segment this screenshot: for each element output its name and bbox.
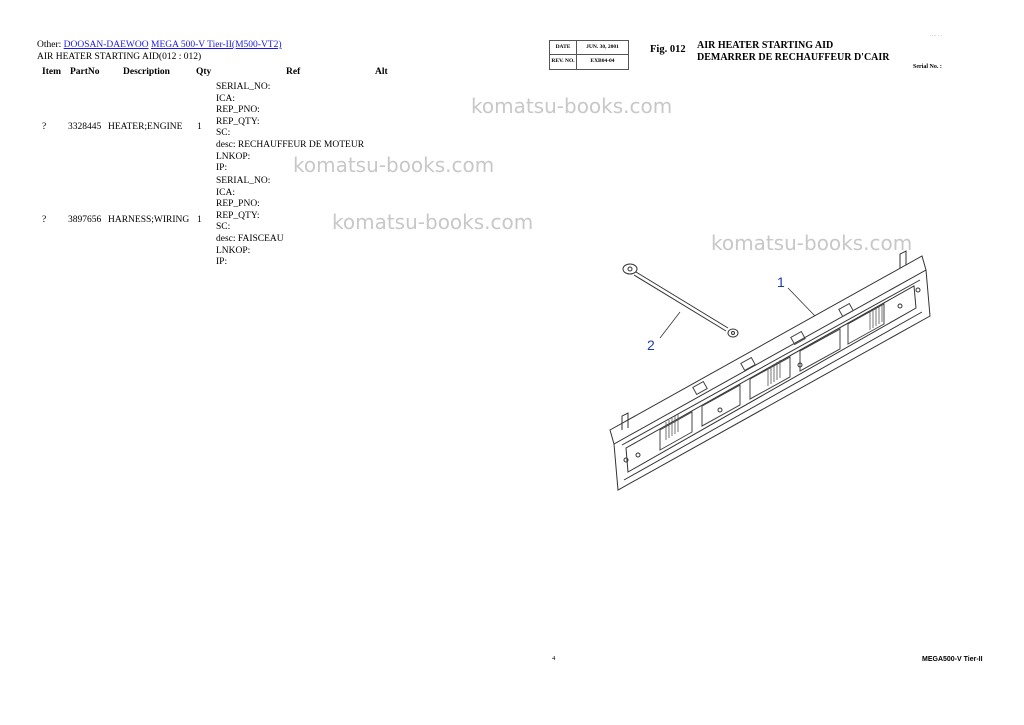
detail-line: LNKOP: <box>216 245 251 256</box>
breadcrumb-prefix: Other: <box>37 40 64 50</box>
header-partno: PartNo <box>70 67 100 77</box>
detail-line: LNKOP: <box>216 151 251 162</box>
breadcrumb-link-brand[interactable]: DOOSAN-DAEWOO <box>63 40 149 50</box>
header-item: Item <box>42 67 61 77</box>
row-qty: 1 <box>197 215 202 225</box>
watermark: komatsu-books.com <box>293 153 495 177</box>
header-alt: Alt <box>375 67 388 77</box>
row-partno: 3897656 <box>68 215 102 225</box>
figure-title-fr: DEMARRER DE RECHAUFFEUR D'CAIR <box>697 52 890 63</box>
stamp-date-value: JUN. 30, 2001 <box>586 44 619 50</box>
row-partno: 3328445 <box>68 122 102 132</box>
watermark: komatsu-books.com <box>471 94 673 118</box>
footer-model: MEGA500-V Tier-II <box>922 656 983 663</box>
watermark: komatsu-books.com <box>711 231 913 255</box>
row-item: ? <box>42 215 47 225</box>
detail-line: ICA: <box>216 93 235 104</box>
wiring-harness <box>622 263 739 338</box>
serial-label: Serial No. : <box>913 64 942 70</box>
detail-line: REP_QTY: <box>216 116 260 127</box>
detail-line: SC: <box>216 128 231 139</box>
stamp-date-label: DATE <box>550 41 577 54</box>
watermark: komatsu-books.com <box>332 210 534 234</box>
detail-line: ICA: <box>216 187 235 198</box>
row-details: SERIAL_NO: ICA: REP_PNO: REP_QTY: SC: de… <box>216 82 364 175</box>
row-details: SERIAL_NO: ICA: REP_PNO: REP_QTY: SC: de… <box>216 176 284 269</box>
header-qty: Qty <box>196 67 212 77</box>
figure-title: AIR HEATER STARTING AID DEMARRER DE RECH… <box>697 40 890 64</box>
heater-assembly <box>609 250 931 491</box>
row-qty: 1 <box>197 122 202 132</box>
corner-mark: ···· · · <box>930 34 943 39</box>
detail-line: desc: RECHAUFFEUR DE MOTEUR <box>216 139 365 150</box>
stamp-rev-label: REV. NO. <box>550 55 577 69</box>
header-description: Description <box>123 67 170 77</box>
callout-2: 2 <box>647 337 655 353</box>
detail-line: SC: <box>216 222 231 233</box>
detail-line: REP_PNO: <box>216 199 260 210</box>
breadcrumb-link-model[interactable]: MEGA 500-V Tier-II(M500-VT2) <box>151 40 282 50</box>
revision-stamp: DATE JUN. 30, 2001 REV. NO. EXB04-04 <box>549 40 629 70</box>
detail-line: IP: <box>216 163 228 174</box>
callout-1: 1 <box>777 274 785 290</box>
figure-number: Fig. 012 <box>650 44 686 55</box>
detail-line: desc: FAISCEAU <box>216 233 284 244</box>
detail-line: SERIAL_NO: <box>216 82 271 92</box>
header-ref: Ref <box>286 67 301 77</box>
detail-line: IP: <box>216 257 228 268</box>
parts-diagram <box>609 250 931 491</box>
page-subtitle: AIR HEATER STARTING AID(012 : 012) <box>37 52 202 62</box>
stamp-rev-value: EXB04-04 <box>590 58 615 64</box>
breadcrumb: Other: DOOSAN-DAEWOO MEGA 500-V Tier-II(… <box>37 40 282 50</box>
figure-title-en: AIR HEATER STARTING AID <box>697 40 834 51</box>
row-item: ? <box>42 122 47 132</box>
row-description: HEATER;ENGINE <box>108 122 183 132</box>
detail-line: SERIAL_NO: <box>216 176 271 186</box>
page-number: 4 <box>552 655 556 662</box>
detail-line: REP_PNO: <box>216 105 260 116</box>
row-description: HARNESS;WIRING <box>108 215 190 225</box>
detail-line: REP_QTY: <box>216 210 260 221</box>
